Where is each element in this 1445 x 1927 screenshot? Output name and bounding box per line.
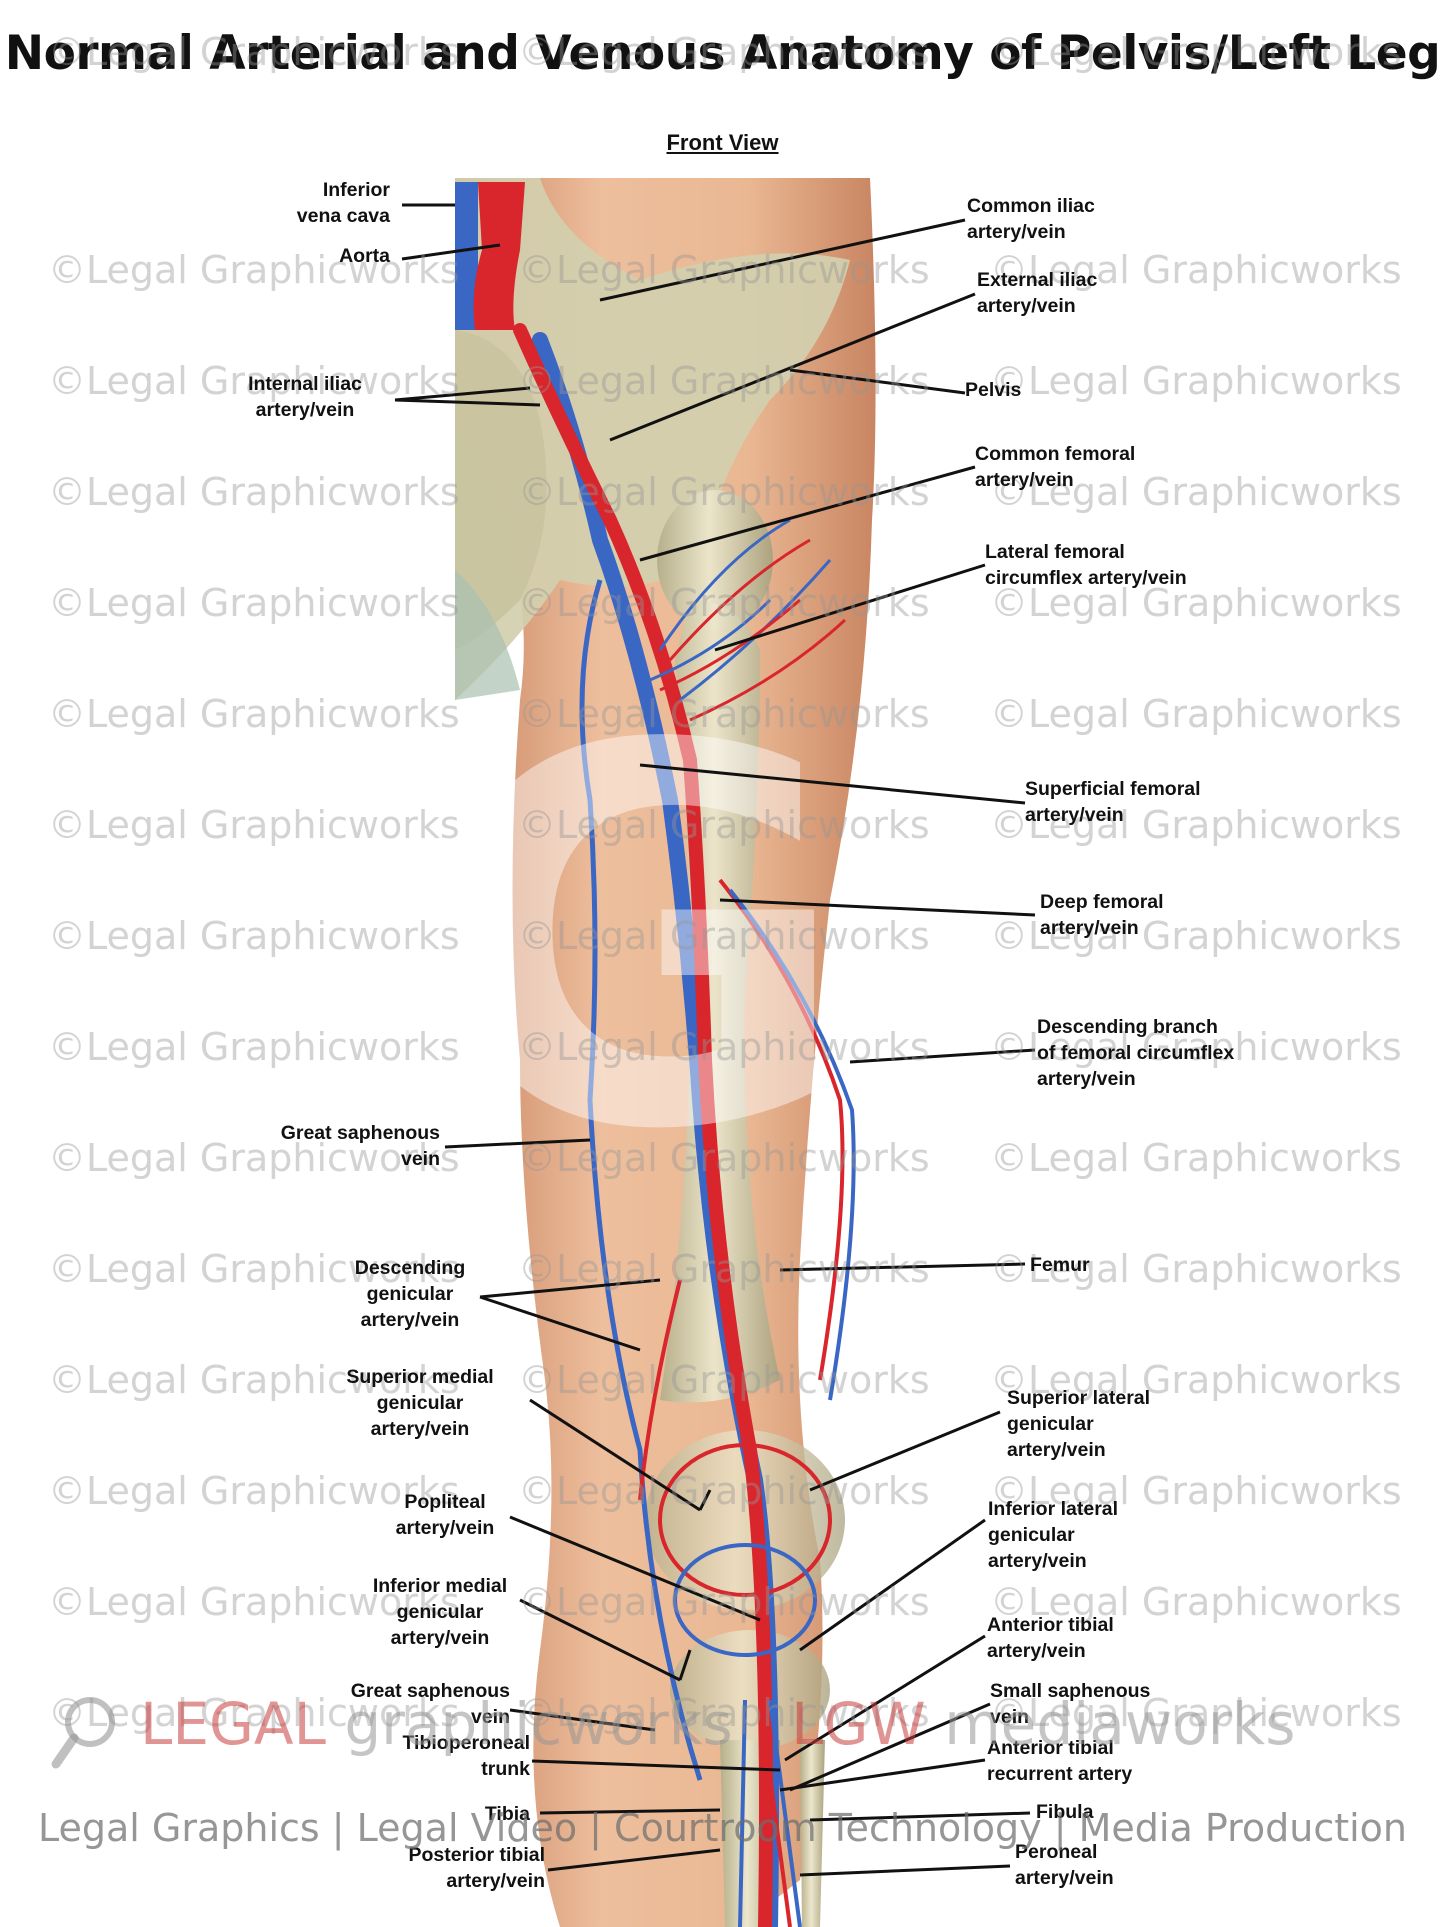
leader-line xyxy=(849,1048,1036,1064)
tagline: Legal Graphics | Legal Video | Courtroom… xyxy=(37,1806,1408,1850)
leader-line xyxy=(547,1848,721,1872)
label-common-iliac: Common iliac artery/vein xyxy=(967,195,1095,243)
leader-line xyxy=(529,1398,701,1512)
inferior-vena-cava-vessel xyxy=(455,182,478,330)
label-great-saphenous-upper: Great saphenous vein xyxy=(280,1122,440,1170)
label-superficial-femoral: Superficial femoral artery/vein xyxy=(1025,778,1201,826)
label-superior-medial-genicular: Superior medial genicular artery/vein xyxy=(346,1366,494,1440)
leader-line xyxy=(698,1489,712,1511)
label-descending-branch: Descending branch of femoral circumflex … xyxy=(1037,1016,1235,1090)
lgw-watermark-letters: LGW xyxy=(94,637,1426,1243)
company-logo: LEGAL graphicworks LGW mediaworks xyxy=(51,1690,1296,1769)
leader-line xyxy=(784,1634,986,1762)
leader-line xyxy=(639,465,976,562)
label-inferior-lateral-genicular: Inferior lateral genicular artery/vein xyxy=(988,1498,1119,1572)
leader-line xyxy=(678,1649,692,1681)
label-superior-lateral-genicular: Superior lateral genicular artery/vein xyxy=(1007,1387,1151,1461)
leader-line xyxy=(394,386,531,402)
label-inferior-medial-genicular: Inferior medial genicular artery/vein xyxy=(372,1575,508,1649)
label-inferior-vena-cava: Inferior vena cava xyxy=(296,179,390,227)
leader-line xyxy=(799,1864,1011,1877)
leader-line xyxy=(789,1702,991,1792)
leader-line xyxy=(639,763,1026,805)
leader-line xyxy=(714,563,986,652)
leader-line xyxy=(599,218,966,302)
logo-mediaworks: mediaworks xyxy=(944,1690,1296,1758)
leader-line xyxy=(401,243,501,261)
logo-graphicworks: graphicworks xyxy=(344,1690,733,1758)
label-peroneal: Peroneal artery/vein xyxy=(1015,1841,1114,1889)
label-great-saphenous-lower: Great saphenous vein xyxy=(350,1680,510,1728)
pelvis-bone xyxy=(455,178,850,700)
label-fibula: Fibula xyxy=(1036,1801,1094,1823)
leader-line xyxy=(519,1598,681,1682)
leader-line xyxy=(809,1811,1031,1822)
leader-line xyxy=(479,1295,641,1352)
leader-line xyxy=(444,1138,591,1149)
label-pelvis: Pelvis xyxy=(965,379,1022,401)
label-deep-femoral: Deep femoral artery/vein xyxy=(1040,891,1164,939)
aorta-vessel xyxy=(473,182,525,330)
label-tibioperoneal-trunk: Tibioperoneal trunk xyxy=(402,1732,531,1780)
label-anterior-tibial-recurrent: Anterior tibial recurrent artery xyxy=(987,1737,1133,1785)
leader-line xyxy=(531,1759,781,1772)
label-common-femoral: Common femoral artery/vein xyxy=(975,443,1136,491)
label-popliteal: Popliteal artery/vein xyxy=(395,1491,495,1539)
label-posterior-tibial: Posterior tibial artery/vein xyxy=(408,1844,545,1892)
leader-line xyxy=(609,292,976,442)
leader-line xyxy=(789,368,966,395)
leader-line xyxy=(799,1518,986,1652)
logo-legal: LEGAL xyxy=(140,1690,326,1758)
leader-line xyxy=(779,1262,1026,1272)
label-descending-genicular: Descending genicular artery/vein xyxy=(354,1257,466,1331)
label-internal-iliac: Internal iliac artery/vein xyxy=(248,373,362,421)
leader-line xyxy=(394,398,541,407)
femoral-artery-path xyxy=(513,323,773,1927)
logo-lgw: LGW xyxy=(791,1690,926,1758)
label-tibia: Tibia xyxy=(484,1803,530,1825)
label-femur: Femur xyxy=(1030,1254,1090,1276)
magnifier-icon xyxy=(51,1697,115,1769)
label-small-saphenous: Small saphenous vein xyxy=(990,1680,1151,1728)
great-saphenous-vessel xyxy=(579,579,703,1781)
label-aorta: Aorta xyxy=(339,245,390,267)
label-anterior-tibial: Anterior tibial artery/vein xyxy=(987,1614,1114,1662)
leader-line xyxy=(719,898,1036,917)
leader-lines xyxy=(394,203,1036,1877)
leader-line xyxy=(479,1278,661,1299)
leader-line xyxy=(779,1758,986,1792)
leader-line xyxy=(509,1515,761,1622)
label-external-iliac: External iliac artery/vein xyxy=(977,269,1098,317)
view-subtitle: Front View xyxy=(666,130,779,155)
page-title: Normal Arterial and Venous Anatomy of Pe… xyxy=(4,26,1441,81)
leader-line xyxy=(809,1410,1001,1492)
leader-line xyxy=(509,1708,656,1732)
leader-line xyxy=(539,1808,721,1815)
label-lateral-femoral-circumflex: Lateral femoral circumflex artery/vein xyxy=(985,541,1187,589)
